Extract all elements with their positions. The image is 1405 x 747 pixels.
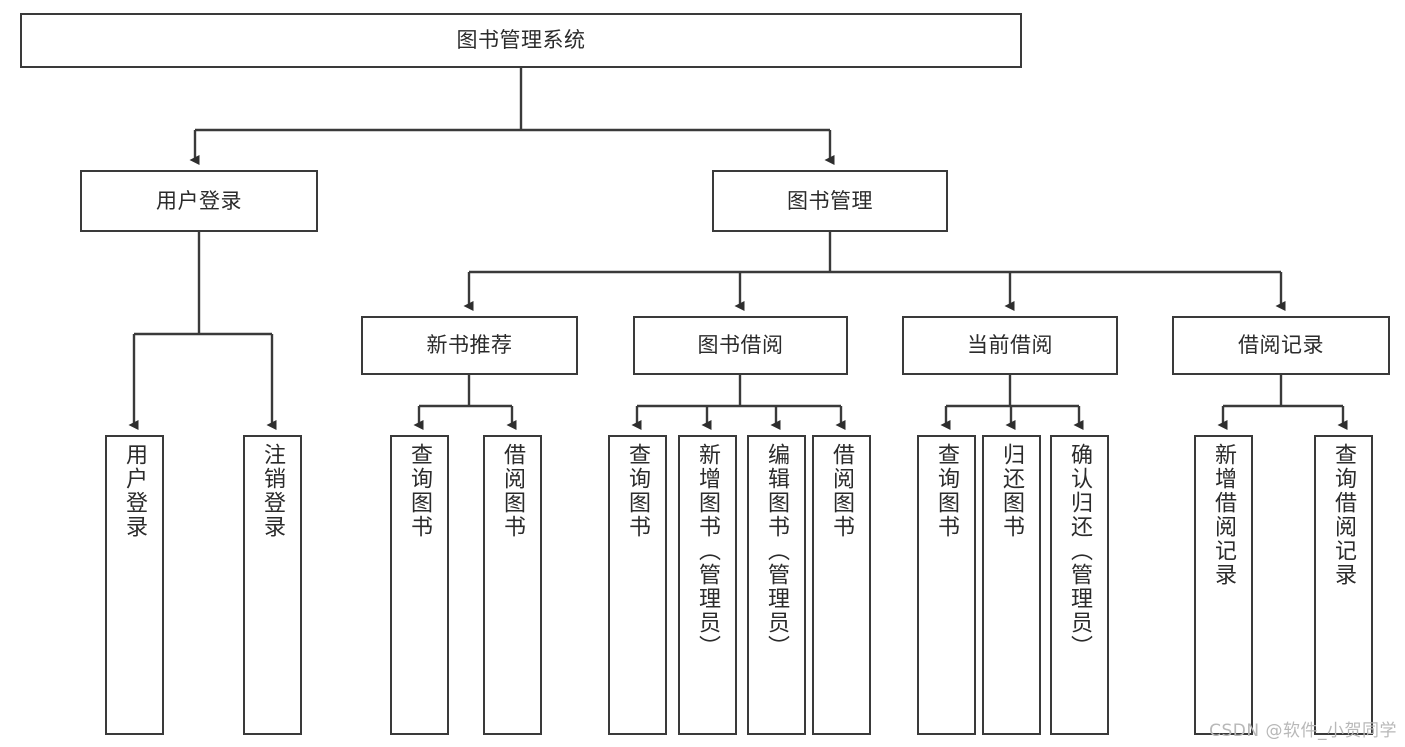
node-leaf-borrow-query-book[interactable]: 查询图书: [608, 435, 667, 735]
node-book-borrow[interactable]: 图书借阅: [633, 316, 848, 375]
node-leaf-current-query-book[interactable]: 查询图书: [917, 435, 976, 735]
node-book-management[interactable]: 图书管理: [712, 170, 948, 232]
node-label: 用户登录: [156, 188, 242, 213]
watermark-text: CSDN @软件_小贺同学: [1209, 721, 1397, 741]
node-label: 归还图书: [999, 443, 1025, 539]
node-label: 用户登录: [122, 443, 148, 539]
node-leaf-record-add[interactable]: 新增借阅记录: [1194, 435, 1253, 735]
node-root-system[interactable]: 图书管理系统: [20, 13, 1022, 68]
node-label: 图书借阅: [697, 333, 784, 358]
node-current-borrow[interactable]: 当前借阅: [902, 316, 1118, 375]
node-leaf-user-logout[interactable]: 注销登录: [243, 435, 302, 735]
node-label: 查询图书: [934, 443, 960, 539]
node-label: 注销登录: [260, 443, 286, 539]
node-label: 编辑图书（管理员）: [764, 443, 790, 659]
node-label: 借阅记录: [1238, 333, 1324, 358]
node-label: 新书推荐: [426, 333, 513, 358]
node-label: 新增图书（管理员）: [695, 443, 721, 659]
node-label: 借阅图书: [500, 443, 526, 539]
node-label: 当前借阅: [967, 333, 1053, 358]
node-label: 图书管理: [787, 188, 873, 213]
node-leaf-borrow-edit-book[interactable]: 编辑图书（管理员）: [747, 435, 806, 735]
node-user-login[interactable]: 用户登录: [80, 170, 318, 232]
node-leaf-recommend-query-book[interactable]: 查询图书: [390, 435, 449, 735]
node-label: 查询图书: [407, 443, 433, 539]
node-leaf-current-confirm-return[interactable]: 确认归还（管理员）: [1050, 435, 1109, 735]
node-leaf-recommend-borrow-book[interactable]: 借阅图书: [483, 435, 542, 735]
node-label: 新增借阅记录: [1211, 443, 1237, 587]
node-borrow-record[interactable]: 借阅记录: [1172, 316, 1390, 375]
node-leaf-borrow-add-book[interactable]: 新增图书（管理员）: [678, 435, 737, 735]
node-label: 查询图书: [625, 443, 651, 539]
node-leaf-user-login[interactable]: 用户登录: [105, 435, 164, 735]
node-label: 借阅图书: [829, 443, 855, 539]
node-label: 查询借阅记录: [1331, 443, 1357, 587]
node-leaf-current-return-book[interactable]: 归还图书: [982, 435, 1041, 735]
node-label: 确认归还（管理员）: [1067, 443, 1093, 659]
node-new-book-recommend[interactable]: 新书推荐: [361, 316, 578, 375]
node-leaf-borrow-borrow-book[interactable]: 借阅图书: [812, 435, 871, 735]
node-label: 图书管理系统: [456, 28, 586, 53]
node-leaf-record-query[interactable]: 查询借阅记录: [1314, 435, 1373, 735]
